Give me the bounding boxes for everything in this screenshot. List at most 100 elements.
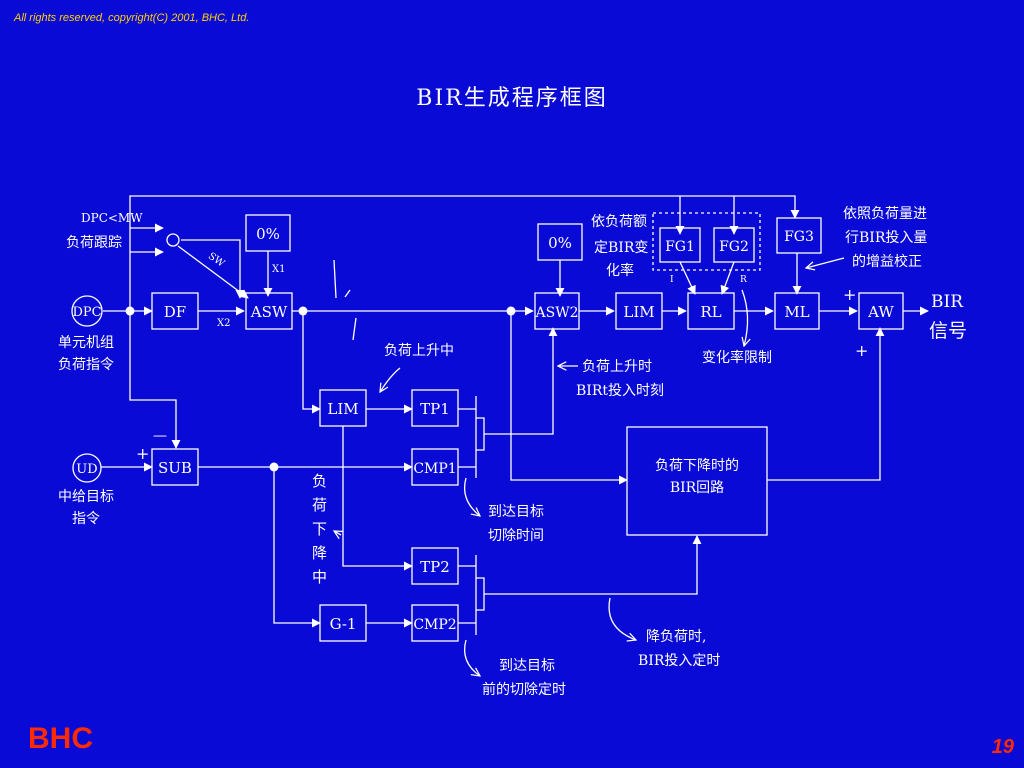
label-fg-note-2: 定BIR变 bbox=[594, 240, 648, 256]
wire-dpc-up bbox=[129, 195, 800, 311]
wire-birdown-aw bbox=[767, 327, 885, 481]
pointer-load-rising bbox=[380, 367, 401, 392]
junction-dot bbox=[298, 306, 308, 316]
label-load-falling-2: 荷 bbox=[312, 496, 327, 514]
page-title: BIR生成程序框图 bbox=[416, 86, 608, 111]
label-fg3-note-3: 的增益校正 bbox=[852, 253, 922, 270]
label-x2: X2 bbox=[217, 318, 230, 329]
label-fg3-note-2: 行BIR投入量 bbox=[845, 230, 927, 246]
label-load-falling-5: 中 bbox=[312, 568, 327, 586]
block-fg1-label: FG1 bbox=[665, 239, 695, 255]
junction-dot bbox=[125, 306, 135, 316]
label-rate-limit: 变化率限制 bbox=[702, 349, 772, 366]
wire-gate2-birdown bbox=[484, 535, 702, 595]
label-rl-i: I bbox=[670, 275, 674, 285]
label-plus-aw: + bbox=[855, 341, 868, 360]
pointer-reach-target2 bbox=[463, 639, 480, 676]
block-bir-down-line1: 负荷下降时的 bbox=[655, 458, 739, 474]
node-ud bbox=[72, 453, 102, 483]
block-bir-down bbox=[626, 426, 768, 536]
label-bir-signal-2: 信号 bbox=[929, 320, 967, 342]
pointer-rate-limit bbox=[741, 289, 748, 346]
node-dpc bbox=[71, 295, 103, 327]
block-asw bbox=[245, 292, 293, 330]
block-sub-label: SUB bbox=[158, 459, 192, 477]
label-dpc-mw: DPC<MW bbox=[81, 211, 143, 225]
label-rising-time-2: BIRt投入时刻 bbox=[576, 383, 664, 399]
block-lim2 bbox=[319, 389, 367, 427]
block-tp1-label: TP1 bbox=[420, 400, 450, 418]
label-reach-target2-1: 到达目标 bbox=[499, 658, 555, 674]
label-ud-desc-1: 中给目标 bbox=[58, 489, 114, 505]
pointer-stroke bbox=[333, 259, 351, 299]
block-rl bbox=[687, 292, 735, 330]
label-ud-desc-2: 指令 bbox=[72, 511, 100, 527]
junction-dot bbox=[269, 462, 279, 472]
block-aw bbox=[858, 292, 904, 330]
block-cmp1 bbox=[411, 448, 459, 486]
block-fg3 bbox=[776, 217, 822, 254]
label-x1: X1 bbox=[272, 264, 285, 275]
label-plus-sub: + bbox=[136, 444, 149, 463]
block-asw-label: ASW bbox=[250, 303, 288, 321]
wire-fg2-rl bbox=[720, 261, 735, 295]
label-drop-bir-1: 降负荷时, bbox=[646, 629, 706, 645]
wire-gate1-asw2 bbox=[484, 327, 558, 435]
copyright-notice: All rights reserved, copyright(C) 2001, … bbox=[14, 12, 250, 24]
block-sub bbox=[151, 448, 199, 486]
block-g1-label: G-1 bbox=[330, 615, 357, 633]
brand-logo: BHC bbox=[28, 722, 93, 755]
junction-dot bbox=[506, 306, 516, 316]
dashed-fg-group bbox=[652, 212, 761, 271]
block-zero1 bbox=[245, 214, 291, 252]
label-load-rising: 负荷上升中 bbox=[384, 343, 454, 359]
label-reach-target2-2: 前的切除定时 bbox=[482, 681, 566, 698]
pointer-drop-bir bbox=[608, 597, 636, 640]
block-g1 bbox=[319, 604, 367, 642]
label-rising-time-1: 负荷上升时 bbox=[582, 359, 652, 375]
label-reach-target-1: 到达目标 bbox=[488, 504, 544, 520]
label-rl-r: R bbox=[740, 275, 747, 285]
block-cmp2-label: CMP2 bbox=[413, 617, 456, 633]
label-load-falling-1: 负 bbox=[312, 472, 327, 490]
label-drop-bir-2: BIR投入定时 bbox=[638, 653, 720, 669]
switch-contact bbox=[166, 233, 180, 247]
label-load-falling-4: 降 bbox=[312, 544, 327, 562]
pointer-load-falling bbox=[334, 531, 341, 535]
block-zero1-label: 0% bbox=[256, 225, 280, 243]
wire-fg1-rl bbox=[679, 261, 696, 295]
node-ud-label: UD bbox=[76, 462, 97, 477]
block-tp2 bbox=[411, 547, 459, 585]
label-fg-note-3: 化率 bbox=[606, 262, 634, 279]
block-fg1 bbox=[659, 227, 701, 263]
block-asw2 bbox=[534, 292, 580, 330]
wire-switch-asw bbox=[181, 239, 245, 299]
label-minus-sub: — bbox=[153, 428, 167, 444]
block-ml-label: ML bbox=[784, 303, 809, 321]
wire-bus-birdown bbox=[510, 311, 628, 485]
block-ml bbox=[774, 292, 820, 330]
and-gate-1 bbox=[475, 396, 485, 478]
block-fg3-label: FG3 bbox=[784, 229, 814, 245]
block-lim bbox=[615, 292, 663, 330]
label-bir-signal-1: BIR bbox=[931, 292, 964, 312]
wire-dpc-sub bbox=[129, 311, 181, 449]
block-tp2-label: TP2 bbox=[420, 558, 450, 576]
block-bir-down-line2: BIR回路 bbox=[670, 480, 724, 496]
pointer-reach-target bbox=[463, 477, 480, 516]
label-dpc-desc-2: 负荷指令 bbox=[58, 357, 114, 373]
label-fg3-note-1: 依照负荷量进 bbox=[843, 206, 927, 222]
block-cmp1-label: CMP1 bbox=[413, 461, 456, 477]
block-df-label: DF bbox=[164, 303, 186, 321]
block-tp1 bbox=[411, 389, 459, 427]
pointer-fg3-note bbox=[806, 257, 845, 268]
label-fg-note-1: 依负荷额 bbox=[591, 214, 647, 230]
block-df bbox=[151, 292, 199, 330]
label-load-falling-3: 下 bbox=[312, 520, 327, 538]
block-lim2-label: LIM bbox=[327, 400, 358, 418]
block-zero2-label: 0% bbox=[548, 234, 572, 252]
block-cmp2 bbox=[411, 604, 459, 642]
label-reach-target-2: 切除时间 bbox=[488, 528, 544, 544]
page-number: 19 bbox=[991, 736, 1014, 758]
label-plus-ml: + bbox=[843, 285, 856, 304]
